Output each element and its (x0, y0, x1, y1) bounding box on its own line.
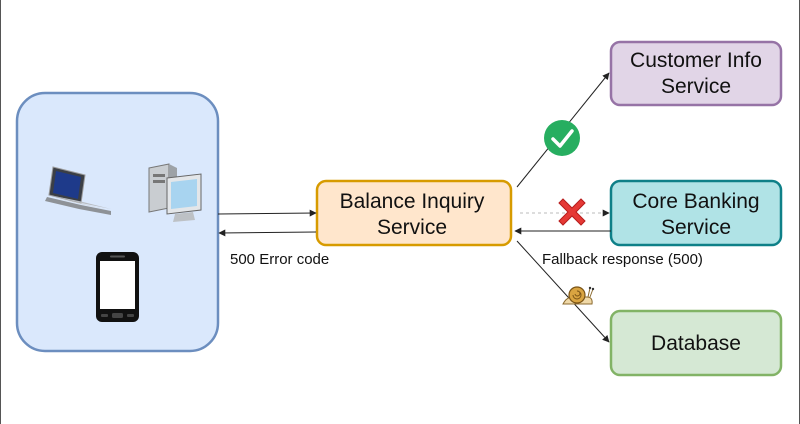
customer-info-node: Customer Info Service (609, 40, 783, 107)
core-banking-label-line2: Service (661, 216, 731, 239)
client-devices-box (15, 91, 220, 353)
balance-inquiry-label-line1: Balance Inquiry (340, 190, 485, 213)
customer-info-label-line1: Customer Info (630, 49, 762, 72)
database-box (609, 309, 783, 377)
laptop-icon (45, 166, 111, 215)
check-icon (544, 120, 580, 156)
frame-edge-left (0, 0, 1, 424)
core-banking-node: Core Banking Service (609, 179, 783, 247)
fallback-response-label: Fallback response (500) (542, 251, 703, 268)
database-node: Database (609, 309, 783, 377)
edge-balance-to-database (516, 240, 610, 343)
customer-info-label-line2: Service (661, 75, 731, 98)
database-label: Database (651, 332, 741, 355)
edge-client-to-balance (217, 209, 317, 217)
client-devices-group (15, 91, 220, 353)
snail-icon (562, 286, 595, 305)
core-banking-label-line1: Core Banking (632, 190, 759, 213)
customer-info-box (609, 40, 783, 107)
balance-inquiry-node: Balance Inquiry Service (315, 179, 513, 247)
balance-inquiry-label-line2: Service (377, 216, 447, 239)
balance-inquiry-box (315, 179, 513, 247)
red-x-icon (558, 198, 586, 226)
smartphone-icon (96, 252, 139, 322)
edge-balance-to-client-error (218, 229, 317, 237)
desktop-computer-icon (148, 163, 202, 222)
core-banking-box (609, 179, 783, 247)
error-code-label: 500 Error code (230, 251, 329, 268)
